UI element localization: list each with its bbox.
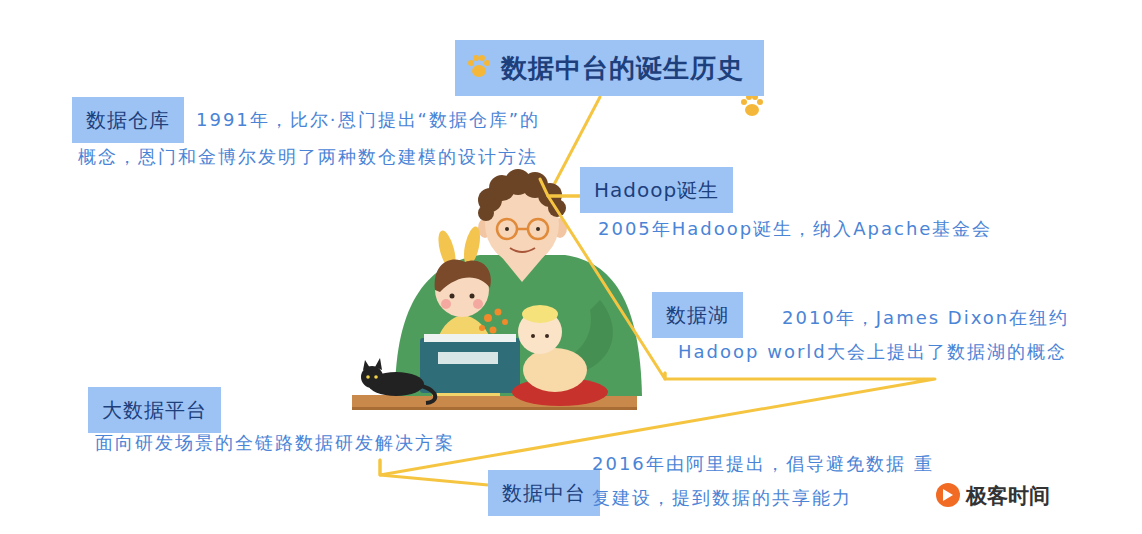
stage-description: 面向研发场景的全链路数据研发解决方案 — [95, 430, 470, 456]
father-figure — [536, 227, 540, 231]
girl-figure — [470, 294, 475, 299]
table — [352, 407, 637, 410]
timeline-item: 数据湖2010年，James Dixon在纽约 Hadoop world大会上提… — [652, 292, 1092, 373]
father-figure — [395, 255, 642, 396]
paw-icon — [465, 53, 493, 81]
cat — [422, 386, 435, 403]
paw-icon — [468, 55, 490, 77]
girl-figure — [435, 259, 491, 292]
baby-figure — [531, 334, 535, 338]
timeline-line — [540, 179, 580, 196]
stage-description: 1991年，比尔·恩门提出“数据仓库”的 概念，恩门和金博尔发明了两种数仓建模的… — [78, 101, 558, 175]
stage-label: 数据仓库 — [72, 97, 184, 143]
flowers — [490, 327, 497, 334]
cat — [363, 358, 382, 370]
logo-text: 极客时间 — [966, 482, 1050, 510]
book — [420, 338, 520, 393]
timeline-item: Hadoop诞生2005年Hadoop诞生，纳入Apache基金会 — [580, 167, 1022, 248]
father-figure — [478, 205, 494, 221]
cat — [374, 375, 378, 379]
flowers — [479, 325, 485, 331]
paw-icon — [472, 65, 486, 77]
timeline-item: 数据仓库1991年，比尔·恩门提出“数据仓库”的 概念，恩门和金博尔发明了两种数… — [72, 97, 562, 179]
stage-description: 2016年由阿里提出，倡导避免数据 重复建设，提到数据的共享能力 — [592, 447, 937, 515]
paw-icon — [741, 99, 747, 105]
book — [438, 352, 498, 364]
baby-figure — [545, 334, 549, 338]
stage-label: 数据中台 — [488, 470, 600, 516]
timeline-item: 数据中台2016年由阿里提出，倡导避免数据 重复建设，提到数据的共享能力 — [488, 447, 941, 520]
cat — [366, 375, 370, 379]
girl-figure — [441, 299, 451, 309]
girl-figure — [473, 299, 483, 309]
title: 数据中台的诞生历史 — [501, 53, 744, 83]
title-box: 数据中台的诞生历史 — [455, 40, 764, 96]
book — [420, 334, 520, 393]
paw-icon — [741, 94, 763, 116]
paw-icon — [468, 60, 474, 66]
book — [424, 334, 516, 342]
father-figure — [505, 227, 509, 231]
stage-label: 大数据平台 — [88, 387, 221, 433]
flowers — [479, 309, 508, 334]
paw-icon — [484, 60, 490, 66]
girl-figure — [450, 294, 455, 299]
father-figure — [528, 219, 548, 239]
stage-label: Hadoop诞生 — [580, 167, 733, 213]
stage-label: 数据湖 — [652, 292, 743, 338]
baby-figure — [522, 305, 558, 323]
father-figure — [510, 248, 535, 252]
timeline-line — [380, 460, 488, 485]
flowers — [495, 309, 502, 316]
paw-icon — [473, 55, 479, 61]
logo-icon — [943, 489, 953, 501]
paw-icon — [479, 55, 485, 61]
flowers — [502, 319, 508, 325]
flowers — [484, 314, 492, 322]
paw-icon — [757, 99, 763, 105]
stage-description: 2010年，James Dixon在纽约 Hadoop world大会上提出了数… — [678, 301, 1088, 369]
father-figure — [517, 228, 528, 231]
baby-figure — [512, 305, 608, 406]
baby-figure — [523, 348, 587, 392]
logo-icon — [936, 483, 960, 507]
cat — [361, 358, 435, 403]
timeline-item: 大数据平台面向研发场景的全链路数据研发解决方案 — [88, 387, 474, 460]
stage-description: 2005年Hadoop诞生，纳入Apache基金会 — [598, 214, 1018, 244]
paw-icon — [745, 104, 759, 116]
father-figure — [497, 219, 517, 239]
logo-icon — [936, 483, 960, 507]
